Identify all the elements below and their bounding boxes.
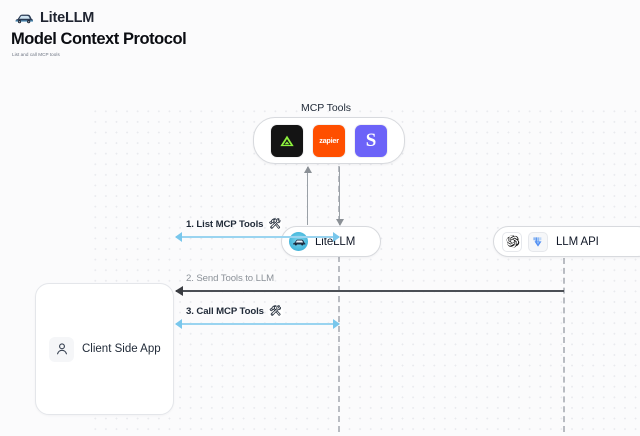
person-icon <box>49 336 74 362</box>
arrow-litellm-to-mcp-tools <box>303 166 313 225</box>
supabase-s-glyph: S <box>365 130 377 151</box>
mcp-tools-group-title: MCP Tools <box>301 102 351 114</box>
lifeline-litellm <box>338 166 340 432</box>
gemini-icon <box>528 231 548 252</box>
message-label-1: 1. List MCP Tools 🛠 <box>186 219 282 230</box>
page-title: Model Context Protocol <box>11 30 187 48</box>
message-label-2: 2. Send Tools to LLM <box>186 273 274 284</box>
tool-icon-linear[interactable] <box>271 124 303 157</box>
node-mcp-tools[interactable]: zapier S <box>253 117 405 164</box>
node-llm-api-label: LLM API <box>556 235 599 248</box>
arrow-shaft <box>176 323 339 325</box>
message-arrow-3 <box>175 319 340 329</box>
arrow-head-up <box>303 166 312 173</box>
tool-icon-supabase[interactable]: S <box>355 124 387 157</box>
message-label-3-text: 3. Call MCP Tools <box>186 306 264 317</box>
diagram-canvas: MCP Tools zapier S <box>0 66 640 436</box>
arrow-head-right <box>333 319 340 329</box>
arrow-shaft <box>339 167 341 225</box>
message-label-1-text: 1. List MCP Tools <box>186 219 264 230</box>
node-litellm[interactable]: LiteLLM <box>281 226 381 257</box>
arrow-head-left <box>175 232 182 242</box>
lifeline-llm-api <box>563 258 565 432</box>
arrow-head-left <box>175 319 182 329</box>
arrow-shaft <box>176 236 339 238</box>
node-llm-api[interactable]: LLM API <box>493 226 640 257</box>
zapier-wordmark: zapier <box>319 136 339 145</box>
message-arrow-2 <box>175 286 564 296</box>
arrow-mcp-tools-to-litellm <box>335 167 345 226</box>
brand-name: LiteLLM <box>40 9 95 26</box>
tool-icon-zapier[interactable]: zapier <box>313 124 345 157</box>
litellm-car-logo-icon <box>14 11 34 25</box>
arrow-shaft <box>176 290 564 292</box>
message-arrow-1 <box>175 232 340 242</box>
app-brand: LiteLLM <box>14 8 94 28</box>
message-label-2-text: 2. Send Tools to LLM <box>186 273 274 284</box>
page-subtitle: List and call MCP tools <box>12 52 60 57</box>
arrow-head-left <box>175 286 183 296</box>
node-client-side-app-label: Client Side App <box>82 343 161 355</box>
arrow-head-down <box>335 219 344 226</box>
tools-hammer-wrench-icon: 🛠 <box>267 305 283 317</box>
openai-icon <box>502 231 522 252</box>
tools-hammer-wrench-icon: 🛠 <box>267 218 282 230</box>
message-label-3: 3. Call MCP Tools 🛠 <box>186 306 283 317</box>
arrow-head-right <box>333 232 340 242</box>
node-client-side-app[interactable]: Client Side App <box>35 283 174 415</box>
arrow-shaft <box>307 167 309 225</box>
